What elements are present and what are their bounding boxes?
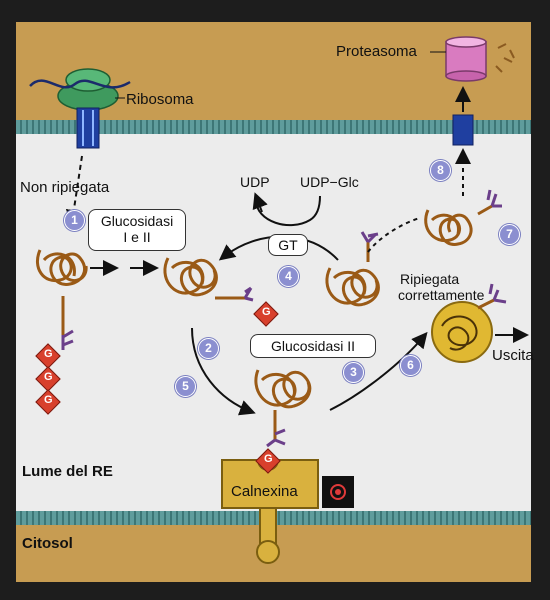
glucose-label: G [44,348,53,360]
protein-icon-4 [254,369,312,440]
udp-label: UDP [240,174,270,190]
step-2-badge: 2 [198,338,219,359]
step-8-badge: 8 [430,160,451,181]
unfolded-label: Non ripiegata [20,179,110,196]
glucosidases-label-line1: Glucosidasi [100,213,174,229]
step-6-badge: 6 [400,355,421,376]
arrow-step-3-6 [329,331,428,411]
glucosidase2-label: Glucosidasi II [270,338,356,354]
exit-label: Uscita [492,347,534,364]
step-7-badge: 7 [499,224,520,245]
cytosol-label: Citosol [22,535,73,552]
folded-protein-icon [431,283,507,363]
glucose-label: G [264,453,273,465]
step-3-badge: 3 [343,362,364,383]
gt-label: GT [278,237,298,253]
step-1-badge: 1 [64,210,85,231]
proteasome-label: Proteasoma [336,43,417,60]
glucosidase2-box: Glucosidasi II [250,334,376,358]
translocon-icon [452,114,474,146]
folded-label-line2: correttamente [398,287,485,303]
oligosaccharide-icon-2 [243,286,254,302]
ribosome-label: Ribosoma [126,91,194,108]
protein-unfolded-icon [36,249,88,335]
protein-icon-2 [163,257,245,300]
step-4-badge: 4 [278,266,299,287]
oligosaccharide-icon-3 [360,231,379,244]
calnexin-label: Calnexina [231,483,298,500]
step-5-badge: 5 [175,376,196,397]
gt-box: GT [268,234,308,256]
calnexin-icon [221,459,319,564]
glucose-label: G [44,394,53,406]
arrow-step-2-5 [191,327,256,416]
oligosaccharide-icon-1 [61,329,74,350]
proteasome-icon [430,36,515,82]
arrow-step-7 [367,217,421,253]
glucose-label: G [262,306,271,318]
udp-glc-label: UDP−Glc [300,174,359,190]
folded-label-line1: Ripiegata [400,271,460,287]
arrow-udp-cycle [255,195,321,227]
glucose-label: G [44,371,53,383]
oligosaccharide-icon-4 [266,428,286,448]
protein-icon-7 [424,204,493,246]
glucosidases-box: Glucosidasi I e II [88,209,186,251]
oligosaccharide-icon-7 [486,189,502,208]
ribosome-icon [29,68,131,149]
glucosidases-label-line2: I e II [123,229,151,245]
er-membrane-top [16,120,531,134]
er-lumen-label: Lume del RE [22,463,113,480]
